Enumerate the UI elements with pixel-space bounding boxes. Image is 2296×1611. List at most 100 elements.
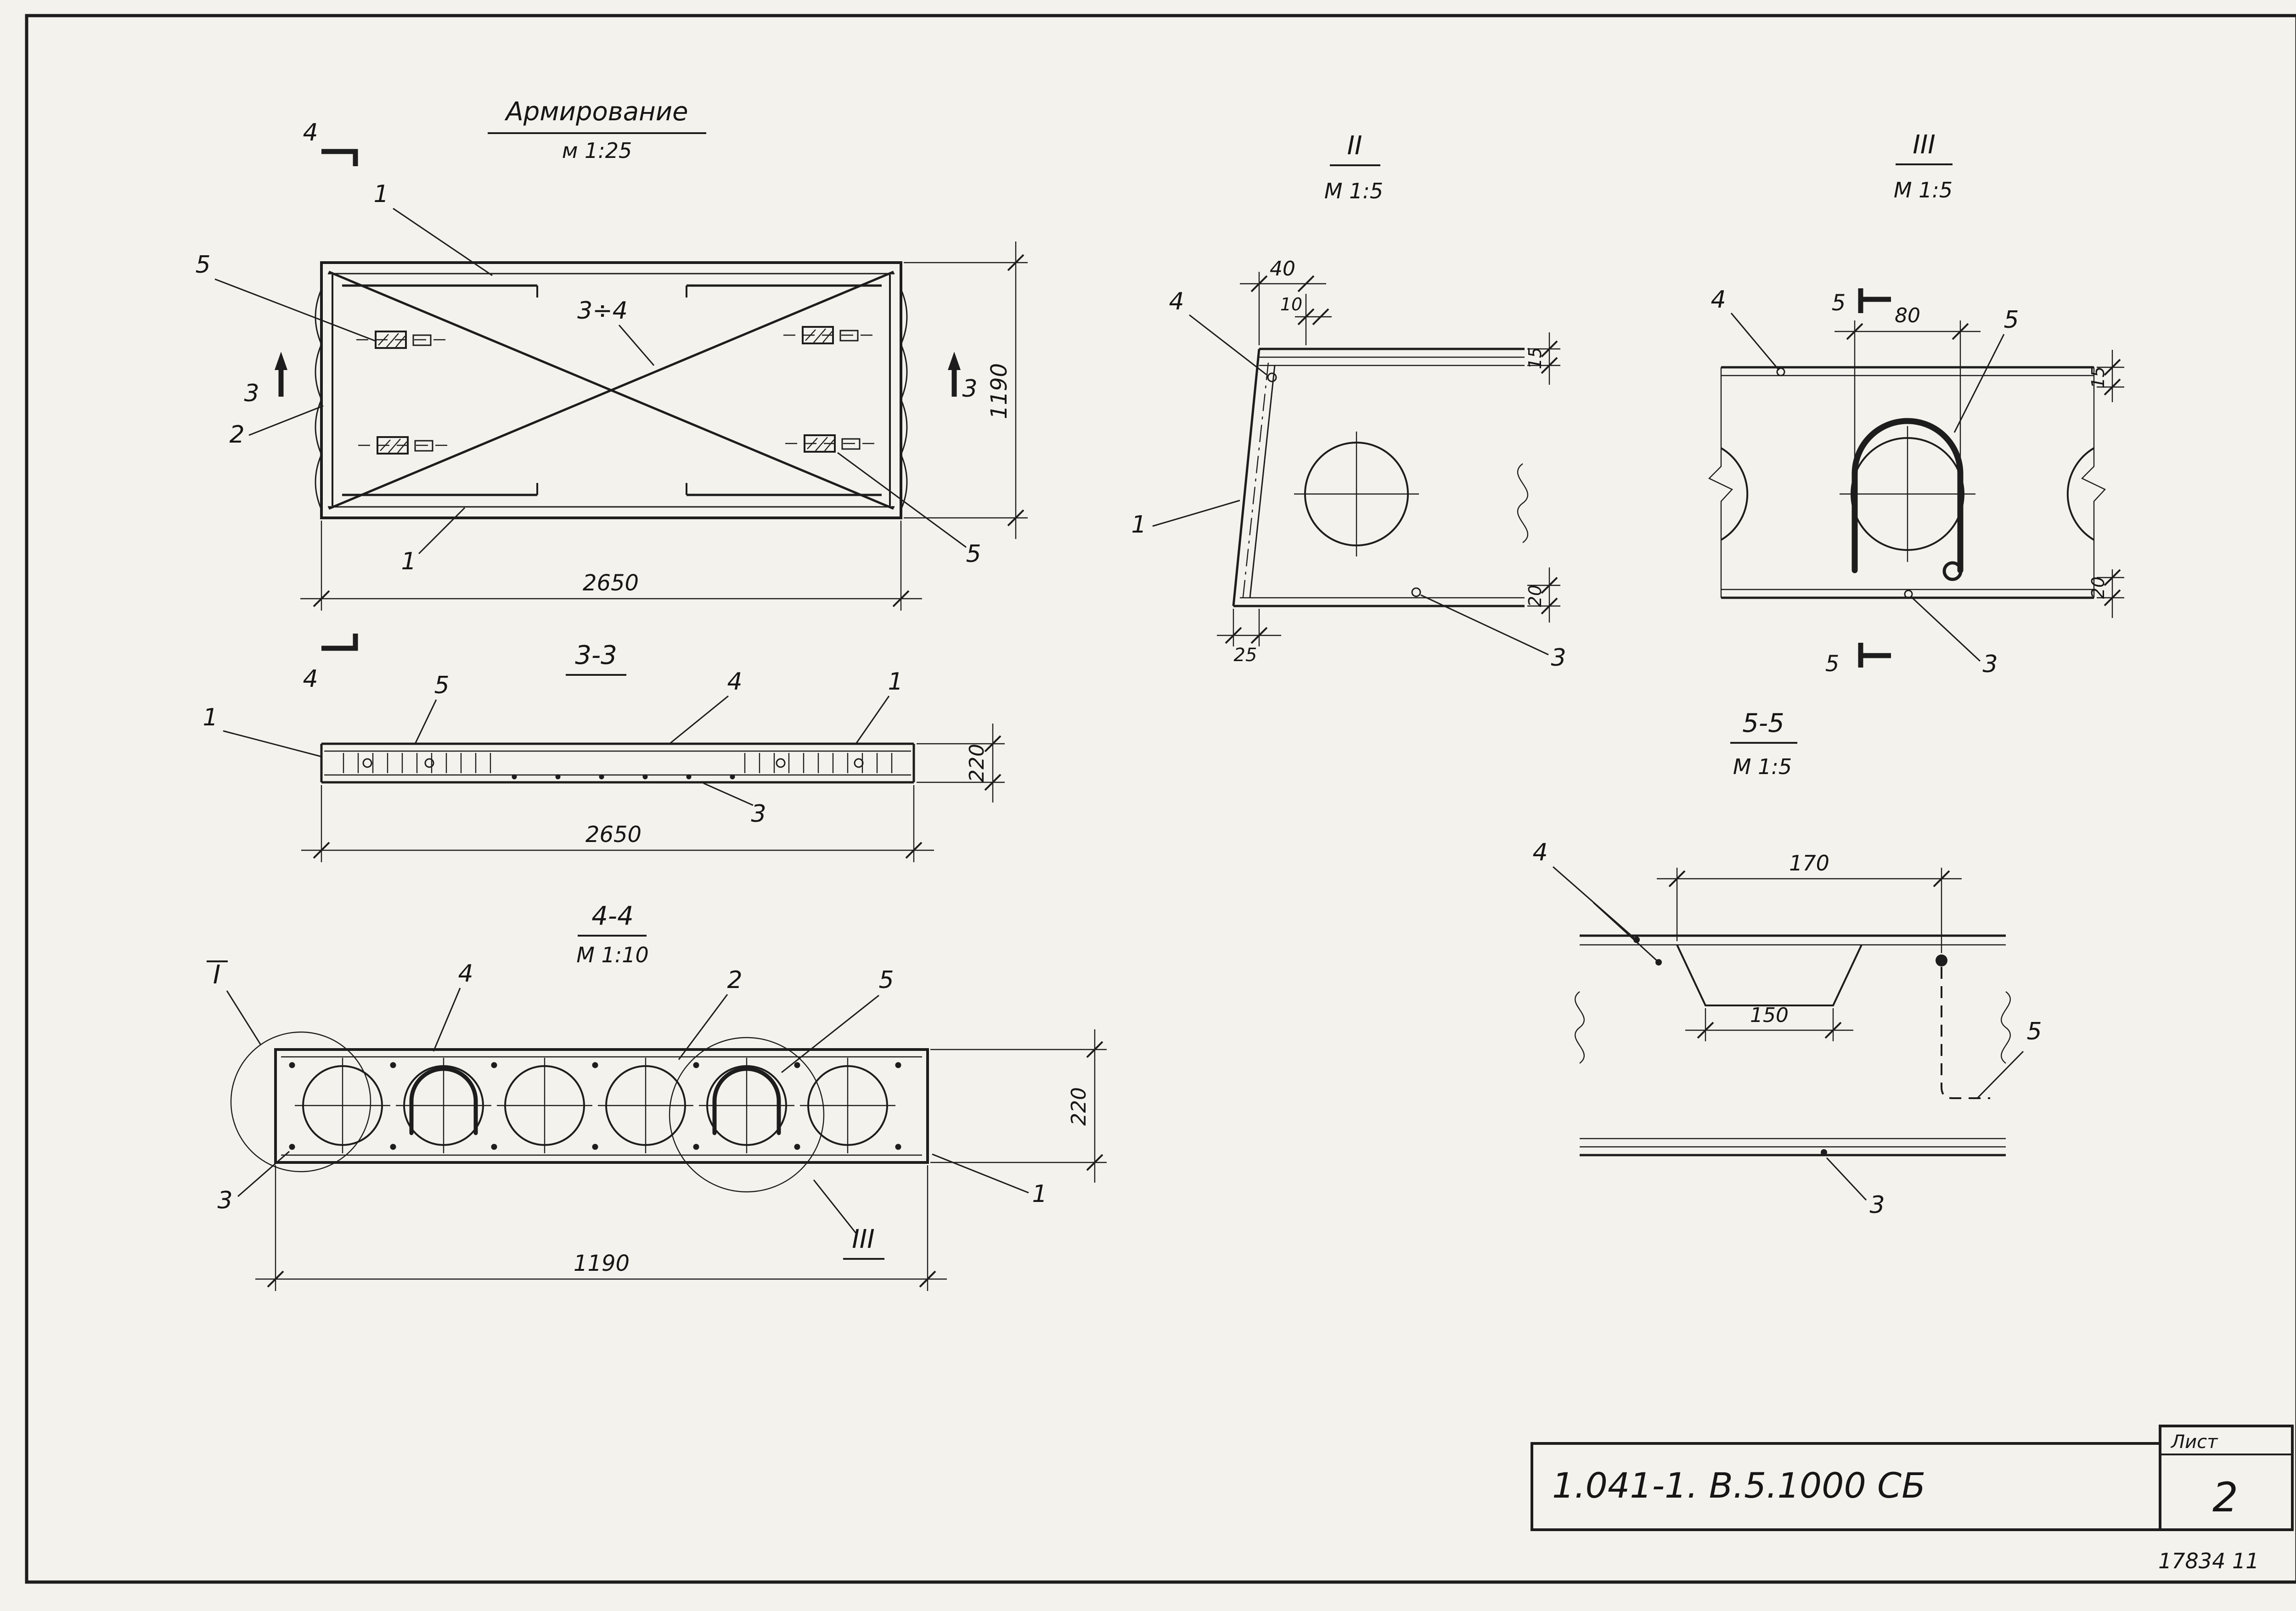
break-right <box>2001 991 2011 1064</box>
section-3-3-dim-length: 2650 <box>301 785 934 862</box>
stirrups-right <box>744 753 893 773</box>
break-left <box>1575 991 1585 1064</box>
detail-III-title-group: III М 1:5 <box>1894 130 1953 202</box>
detail-II-title: II <box>1347 131 1362 161</box>
plan-dim-length: 2650 <box>300 521 922 611</box>
dim-220: 220 <box>1067 1087 1091 1126</box>
end-face-inner <box>1249 365 1276 598</box>
cut-4-bottom-label: 4 <box>303 665 318 693</box>
callout-5: 5 <box>434 672 449 699</box>
callout-1-left: 1 <box>203 704 218 731</box>
callout-5: 5 <box>2026 1018 2042 1045</box>
dim-10: 10 <box>1280 294 1302 314</box>
dim-20: 20 <box>1525 585 1545 607</box>
callout-5: 5 <box>878 966 894 994</box>
title-block: 1.041-1. В.5.1000 СБ Лист 2 17834 11 <box>1531 1425 2294 1573</box>
inventory-note: 17834 11 <box>2158 1549 2259 1573</box>
plan-anchor-plates <box>355 326 880 455</box>
cut-3-right-label: 3 <box>962 375 977 403</box>
plan-diag-callout: 3÷4 <box>577 297 655 366</box>
plan-scale: м 1:25 <box>562 138 632 163</box>
dim-15: 15 <box>1525 347 1545 369</box>
bar-dot-top <box>1776 367 1785 376</box>
callout-bar2-left: 2 <box>229 421 244 449</box>
section-3-3-dim-height: 220 <box>917 724 1005 803</box>
break-left <box>1708 367 1733 598</box>
plan-edge-bars <box>342 284 882 496</box>
dim-150: 150 <box>1750 1004 1789 1027</box>
dim-170: 170 <box>1789 851 1829 876</box>
callout-plate5-right: 5 <box>966 540 981 568</box>
hairpin-bar <box>1851 418 1964 573</box>
detail-5-5-callouts: 4 5 3 <box>1532 839 2042 1219</box>
stirrups-left <box>343 753 491 773</box>
plan-cut-marks: 4 4 3 3 <box>244 119 977 693</box>
bottom-bar-dots <box>512 774 735 780</box>
callout-4: 4 <box>1169 288 1184 315</box>
callout-bar1-bottom: 1 <box>401 548 416 575</box>
sheet-box <box>2159 1425 2294 1531</box>
detail-II-title-group: II М 1:5 <box>1324 131 1383 203</box>
bar-dot-top <box>1267 372 1277 382</box>
hairpin-hook <box>1942 561 1963 581</box>
callout-4: 4 <box>458 960 473 988</box>
dim-25: 25 <box>1234 645 1257 666</box>
core-4 <box>597 1057 694 1154</box>
detail-5-5-title-group: 5-5 М 1:5 <box>1730 708 1797 779</box>
plan-title-group: Армирование м 1:25 <box>488 97 706 163</box>
section-4-4-callouts: I 4 2 5 3 1 III <box>207 960 1047 1260</box>
sheet-label: Лист <box>2170 1431 2218 1453</box>
keyway-right <box>900 289 908 510</box>
cut-5-bottom-label: 5 <box>1825 651 1840 677</box>
detail-II-scale: М 1:5 <box>1324 179 1383 203</box>
end-face-outer <box>1232 348 1261 606</box>
detail-circle-III <box>669 1037 825 1193</box>
detail-III-callouts: 4 5 3 <box>1711 286 2019 678</box>
plan-dim-width: 1190 <box>904 241 1028 539</box>
diag-bars-label: 3÷4 <box>577 297 628 325</box>
plan-slab-outline <box>315 261 908 519</box>
mesh-dot-3 <box>1821 1149 1827 1156</box>
dim-40: 40 <box>1270 257 1295 281</box>
callout-3: 3 <box>751 800 766 828</box>
cut-5-top-label: 5 <box>1832 290 1846 316</box>
section-3-3: 3-3 <box>203 640 1005 862</box>
plan-diagonal-bars <box>328 270 894 510</box>
detail-II-callouts: 4 1 3 <box>1131 288 1566 672</box>
callout-4: 4 <box>727 668 742 696</box>
cut-3-left-arrow <box>275 352 287 370</box>
detail-III-scale: М 1:5 <box>1894 178 1953 202</box>
section-3-3-body <box>320 742 915 784</box>
sheet-number: 2 <box>2212 1474 2238 1521</box>
cut-4-top-label: 4 <box>303 119 318 146</box>
plan-callouts: 1 5 2 1 5 <box>195 180 981 575</box>
cut-3-left-label: 3 <box>244 380 259 407</box>
detail-III-title: III <box>1913 130 1936 160</box>
break-squiggle <box>1517 463 1529 543</box>
callout-1: 1 <box>1131 511 1146 539</box>
detail-II-dims: 40 10 15 20 25 <box>1217 257 1560 666</box>
callout-detail-III: III <box>852 1224 875 1254</box>
section-3-3-callouts: 1 5 4 1 3 <box>203 668 903 828</box>
callout-3: 3 <box>1869 1191 1885 1219</box>
detail-5-5-scale: М 1:5 <box>1733 754 1792 779</box>
section-4-4-title-group: 4-4 М 1:10 <box>576 901 649 967</box>
section-4-4-title: 4-4 <box>591 901 633 931</box>
dim-80: 80 <box>1895 304 1920 327</box>
detail-II-body <box>1232 348 1529 607</box>
detail-5-5-title: 5-5 <box>1742 708 1784 738</box>
section-4-4: 4-4 М 1:10 I 4 2 <box>207 901 1107 1291</box>
detail-5-5-body <box>1575 934 2011 1156</box>
callout-3: 3 <box>1982 651 1998 678</box>
bar-dot-bottom <box>1904 589 1913 599</box>
break-right <box>2081 367 2106 598</box>
hairpin-section-dot <box>1936 954 1947 966</box>
adjacent-core-right <box>2066 447 2095 541</box>
plan-dim-1190: 1190 <box>986 363 1012 419</box>
callout-3: 3 <box>217 1187 232 1214</box>
callout-3: 3 <box>1551 644 1566 672</box>
detail-III-body <box>1708 366 2106 599</box>
section-4-4-scale: М 1:10 <box>576 943 649 967</box>
core-6 <box>799 1057 896 1154</box>
